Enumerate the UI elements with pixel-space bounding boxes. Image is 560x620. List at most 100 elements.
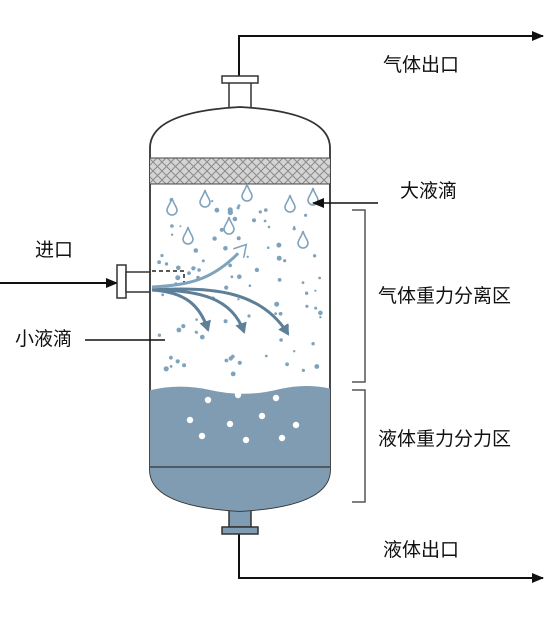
- liquid-bubble-group: [186, 391, 300, 444]
- small-droplet: [311, 342, 315, 346]
- small-droplet: [243, 252, 246, 255]
- small-droplet: [199, 334, 205, 340]
- small-droplet: [314, 289, 317, 292]
- liquid-bubble: [204, 396, 212, 404]
- small-droplet: [283, 259, 287, 263]
- small-droplet: [223, 319, 228, 324]
- flow-arrow-up: [151, 246, 245, 289]
- small-droplet: [279, 338, 283, 342]
- small-droplet: [230, 371, 236, 377]
- flow-arrow-down-3: [151, 287, 290, 336]
- small-droplet: [276, 255, 282, 261]
- gas-outlet-label: 气体出口: [383, 54, 460, 76]
- large-droplet-group: [166, 183, 319, 249]
- bottom-nozzle-flange: [221, 526, 259, 535]
- small-droplet: [160, 253, 164, 258]
- large-droplets-label: 大液滴: [400, 180, 458, 202]
- liquid-zone-bracket: [352, 389, 366, 503]
- large-droplet: [241, 183, 253, 202]
- small-droplet: [264, 208, 268, 212]
- small-droplet: [277, 278, 282, 282]
- inlet-deflector: [152, 270, 185, 292]
- small-droplet: [193, 266, 196, 269]
- small-droplet: [318, 310, 323, 316]
- small-droplet: [157, 260, 162, 265]
- mist-eliminator-mesh: [150, 158, 330, 184]
- small-droplet: [254, 267, 260, 273]
- small-droplet: [276, 242, 282, 248]
- small-droplet: [246, 255, 249, 258]
- gas-zone-bracket: [352, 209, 366, 383]
- small-droplet: [176, 327, 182, 333]
- large-droplet: [297, 230, 309, 249]
- small-droplet: [211, 200, 214, 203]
- small-droplet: [227, 207, 233, 213]
- small-droplet: [285, 362, 289, 367]
- liquid-outlet-label: 液体出口: [383, 539, 460, 561]
- small-droplet: [219, 227, 224, 232]
- inlet-nozzle-neck: [125, 271, 152, 293]
- top-nozzle-flange: [221, 75, 259, 84]
- small-droplet: [182, 363, 187, 368]
- small-droplet: [247, 314, 251, 318]
- small-droplet: [318, 276, 321, 280]
- liquid-bubble: [234, 391, 242, 399]
- small-droplet: [267, 225, 271, 229]
- small-droplet: [175, 275, 181, 281]
- liquid-bubble: [226, 420, 234, 428]
- small-droplet: [236, 236, 241, 241]
- small-droplet: [264, 354, 268, 358]
- small-droplet: [251, 218, 257, 223]
- small-droplet: [179, 225, 182, 228]
- small-droplet: [305, 304, 309, 308]
- small-droplet: [304, 291, 309, 295]
- liquid-bubble: [186, 416, 194, 424]
- liquid-bubble: [292, 421, 300, 429]
- small-droplet: [301, 368, 305, 372]
- top-nozzle-neck: [228, 81, 252, 109]
- small-droplet: [176, 265, 181, 271]
- small-droplet: [187, 271, 191, 275]
- small-droplet: [170, 233, 174, 236]
- small-droplet: [170, 224, 174, 228]
- small-droplet: [223, 246, 228, 251]
- inlet-nozzle-flange: [116, 264, 127, 299]
- small-droplet: [266, 246, 270, 249]
- small-droplet: [314, 364, 320, 369]
- liquid-bubble: [258, 412, 266, 420]
- small-droplet: [237, 360, 242, 365]
- liquid-outlet-line: [238, 534, 544, 583]
- small-droplet: [224, 285, 229, 290]
- small-droplet: [201, 259, 205, 263]
- small-droplet: [164, 262, 169, 266]
- small-droplet: [278, 311, 283, 316]
- small-droplet: [248, 284, 252, 288]
- small-droplets-label: 小液滴: [15, 328, 73, 350]
- small-droplet: [214, 207, 220, 213]
- small-droplet: [274, 312, 277, 315]
- small-droplet: [169, 355, 173, 360]
- small-droplet: [236, 206, 240, 210]
- small-droplet: [161, 293, 165, 297]
- small-droplet: [263, 219, 267, 223]
- large-droplet: [166, 197, 178, 216]
- small-droplet: [237, 274, 242, 280]
- small-droplet-dots: [157, 198, 323, 377]
- liquid-region: [150, 386, 330, 511]
- large-droplet: [199, 189, 211, 208]
- inlet-label: 进口: [35, 239, 74, 261]
- small-droplet: [195, 318, 198, 321]
- small-droplet: [163, 366, 169, 372]
- liquid-bubble: [278, 434, 286, 442]
- small-droplet: [181, 324, 186, 329]
- liquid-bubble: [242, 436, 250, 444]
- small-droplet: [274, 301, 280, 307]
- gas-outlet-line: [238, 31, 544, 76]
- small-droplet: [193, 248, 199, 253]
- small-droplet: [228, 356, 233, 361]
- small-droplet: [292, 227, 296, 231]
- small-droplet: [314, 306, 318, 310]
- small-droplet: [312, 254, 317, 258]
- small-droplet: [228, 263, 233, 268]
